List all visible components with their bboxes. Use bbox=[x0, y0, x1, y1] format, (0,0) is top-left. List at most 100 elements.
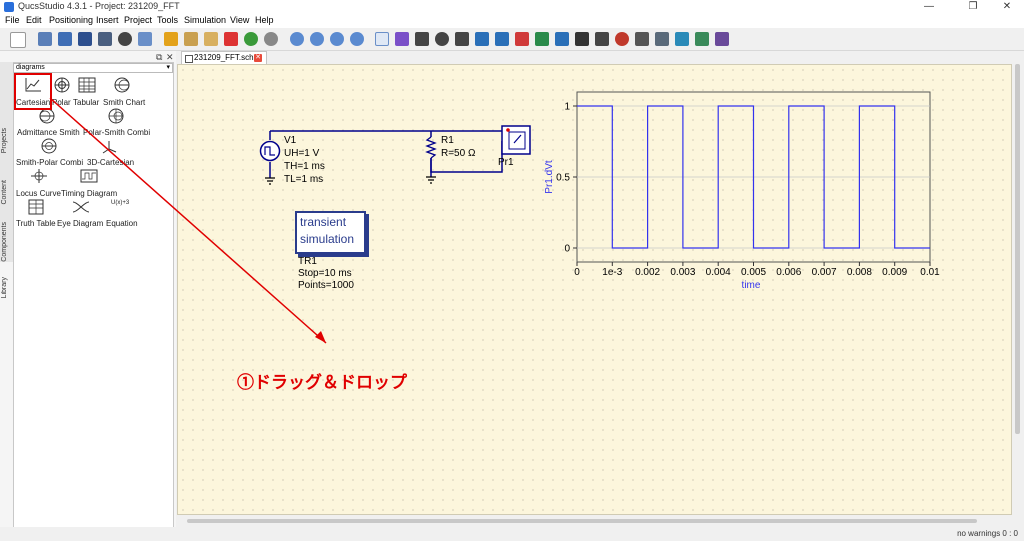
menu-simulation[interactable]: Simulation bbox=[184, 15, 227, 25]
new-text-icon[interactable] bbox=[38, 32, 52, 46]
port-icon[interactable] bbox=[495, 32, 509, 46]
chart-x-tick-label: 0.006 bbox=[776, 267, 801, 278]
menu-view[interactable]: View bbox=[230, 15, 250, 25]
components-panel bbox=[13, 62, 174, 541]
menu-project[interactable]: Project bbox=[124, 15, 153, 25]
diagram-label-3d-cartesian[interactable]: 3D-Cartesian bbox=[87, 158, 135, 167]
category-select[interactable]: diagrams ▾ bbox=[13, 63, 173, 73]
zoom-in-icon[interactable] bbox=[330, 32, 344, 46]
diagram-label-smith-chart[interactable]: Smith Chart bbox=[103, 98, 146, 107]
chart-y-tick-label: 0.5 bbox=[556, 173, 570, 184]
probe-name: Pr1 bbox=[498, 157, 514, 168]
menu-tools[interactable]: Tools bbox=[157, 15, 179, 25]
optimize-icon[interactable] bbox=[695, 32, 709, 46]
settings-icon[interactable] bbox=[635, 32, 649, 46]
equation-tool-icon[interactable] bbox=[555, 32, 569, 46]
mirror-y-icon[interactable] bbox=[415, 32, 429, 46]
3d-cartesian-icon[interactable] bbox=[100, 139, 118, 155]
undo-icon[interactable] bbox=[244, 32, 258, 46]
save-all-icon[interactable] bbox=[98, 32, 112, 46]
document-tab-bar bbox=[176, 51, 1024, 65]
equation-icon[interactable]: U(x)+3 bbox=[111, 200, 130, 206]
chart-x-tick-label: 0.002 bbox=[635, 267, 660, 278]
diagram-label-tabular[interactable]: Tabular bbox=[73, 98, 100, 107]
diagram-label-timing-diagram[interactable]: Timing Diagram bbox=[61, 189, 118, 198]
dock-float-button[interactable]: ⧉ bbox=[156, 52, 163, 62]
resistor-value: R=50 Ω bbox=[441, 148, 476, 159]
eye-diagram-icon[interactable] bbox=[72, 201, 90, 213]
simulate-icon[interactable] bbox=[615, 32, 629, 46]
chart-series-line bbox=[577, 105, 930, 249]
redo-icon[interactable] bbox=[264, 32, 278, 46]
save-icon[interactable] bbox=[78, 32, 92, 46]
maximize-button[interactable]: ❐ bbox=[968, 1, 978, 12]
marker-icon[interactable] bbox=[715, 32, 729, 46]
schematic-canvas[interactable] bbox=[177, 64, 1012, 515]
schematic-file-icon bbox=[185, 55, 193, 63]
timing-diagram-icon[interactable] bbox=[80, 169, 98, 183]
menu-file[interactable]: File bbox=[5, 15, 20, 25]
diagram-label-cartesian[interactable]: Cartesian bbox=[16, 98, 51, 107]
vertical-scroll-thumb[interactable] bbox=[1015, 64, 1020, 434]
ground-icon[interactable] bbox=[475, 32, 489, 46]
rotate-icon[interactable] bbox=[435, 32, 449, 46]
locus-curve-icon[interactable] bbox=[30, 168, 48, 184]
sqrt-icon[interactable] bbox=[595, 32, 609, 46]
diagram-label-admittance-smith[interactable]: Admittance Smith bbox=[17, 128, 80, 137]
polar-smith-combi-icon[interactable] bbox=[107, 108, 125, 124]
horizontal-scroll-thumb[interactable] bbox=[187, 519, 977, 523]
mirror-x-icon[interactable] bbox=[395, 32, 409, 46]
zoom-all-icon[interactable] bbox=[310, 32, 324, 46]
chart-x-tick-label: 0.005 bbox=[741, 267, 766, 278]
diagram-label-locus-curve[interactable]: Locus Curve bbox=[16, 189, 61, 198]
vertical-scrollbar[interactable] bbox=[1012, 64, 1024, 515]
wire-icon[interactable] bbox=[515, 32, 529, 46]
menu-help[interactable]: Help bbox=[255, 15, 274, 25]
delete-icon[interactable] bbox=[224, 32, 238, 46]
truth-table-icon[interactable] bbox=[28, 199, 44, 215]
view-data-icon[interactable] bbox=[655, 32, 669, 46]
diagram-label-eye-diagram[interactable]: Eye Diagram bbox=[57, 219, 104, 228]
rotate-cw-icon[interactable] bbox=[455, 32, 469, 46]
menu-edit[interactable]: Edit bbox=[26, 15, 42, 25]
transient-simulation-block[interactable]: transient simulation bbox=[295, 211, 366, 254]
select-pointer-icon[interactable] bbox=[375, 32, 389, 46]
smith-chart-icon[interactable] bbox=[113, 77, 131, 93]
menu-positioning[interactable]: Positioning bbox=[49, 15, 94, 25]
copy-icon[interactable] bbox=[184, 32, 198, 46]
zoom-fit-icon[interactable] bbox=[290, 32, 304, 46]
resistor-icon[interactable] bbox=[425, 136, 437, 159]
node-icon[interactable] bbox=[575, 32, 589, 46]
diagram-label-truth-table[interactable]: Truth Table bbox=[16, 219, 56, 228]
chevron-down-icon: ▾ bbox=[166, 64, 170, 71]
tab-231209-fft[interactable]: 231209_FFT.sch ✕ bbox=[181, 51, 267, 64]
minimize-button[interactable]: — bbox=[924, 1, 934, 12]
diagram-label-polar-smith-combi[interactable]: Polar-Smith Combi bbox=[83, 128, 151, 137]
diagram-label-polar[interactable]: Polar bbox=[52, 98, 71, 107]
open-file-icon[interactable] bbox=[58, 32, 72, 46]
cut-icon[interactable] bbox=[164, 32, 178, 46]
menu-insert[interactable]: Insert bbox=[96, 15, 119, 25]
window-title: QucsStudio 4.3.1 - Project: 231209_FFT bbox=[18, 1, 180, 11]
cartesian-icon[interactable] bbox=[24, 77, 42, 93]
close-file-icon[interactable] bbox=[118, 32, 132, 46]
print-icon[interactable] bbox=[138, 32, 152, 46]
export-icon[interactable] bbox=[675, 32, 689, 46]
toolbar bbox=[0, 28, 1024, 51]
smith-polar-combi-icon[interactable] bbox=[40, 138, 58, 154]
zoom-out-icon[interactable] bbox=[350, 32, 364, 46]
menu-bar: File Edit Positioning Insert Project Too… bbox=[0, 14, 1024, 28]
polar-icon[interactable] bbox=[53, 77, 71, 93]
horizontal-scrollbar[interactable] bbox=[177, 515, 1012, 527]
label-icon[interactable] bbox=[535, 32, 549, 46]
diagram-label-smith-polar-combi[interactable]: Smith-Polar Combi bbox=[16, 158, 84, 167]
dock-close-button[interactable]: ✕ bbox=[166, 52, 174, 62]
new-file-icon[interactable] bbox=[10, 32, 26, 48]
tabular-icon[interactable] bbox=[78, 77, 96, 93]
diagram-label-equation[interactable]: Equation bbox=[106, 219, 138, 228]
chart-x-tick-label: 0.007 bbox=[812, 267, 837, 278]
paste-icon[interactable] bbox=[204, 32, 218, 46]
close-window-button[interactable]: ✕ bbox=[1002, 1, 1012, 12]
tab-close-button[interactable]: ✕ bbox=[254, 54, 262, 62]
